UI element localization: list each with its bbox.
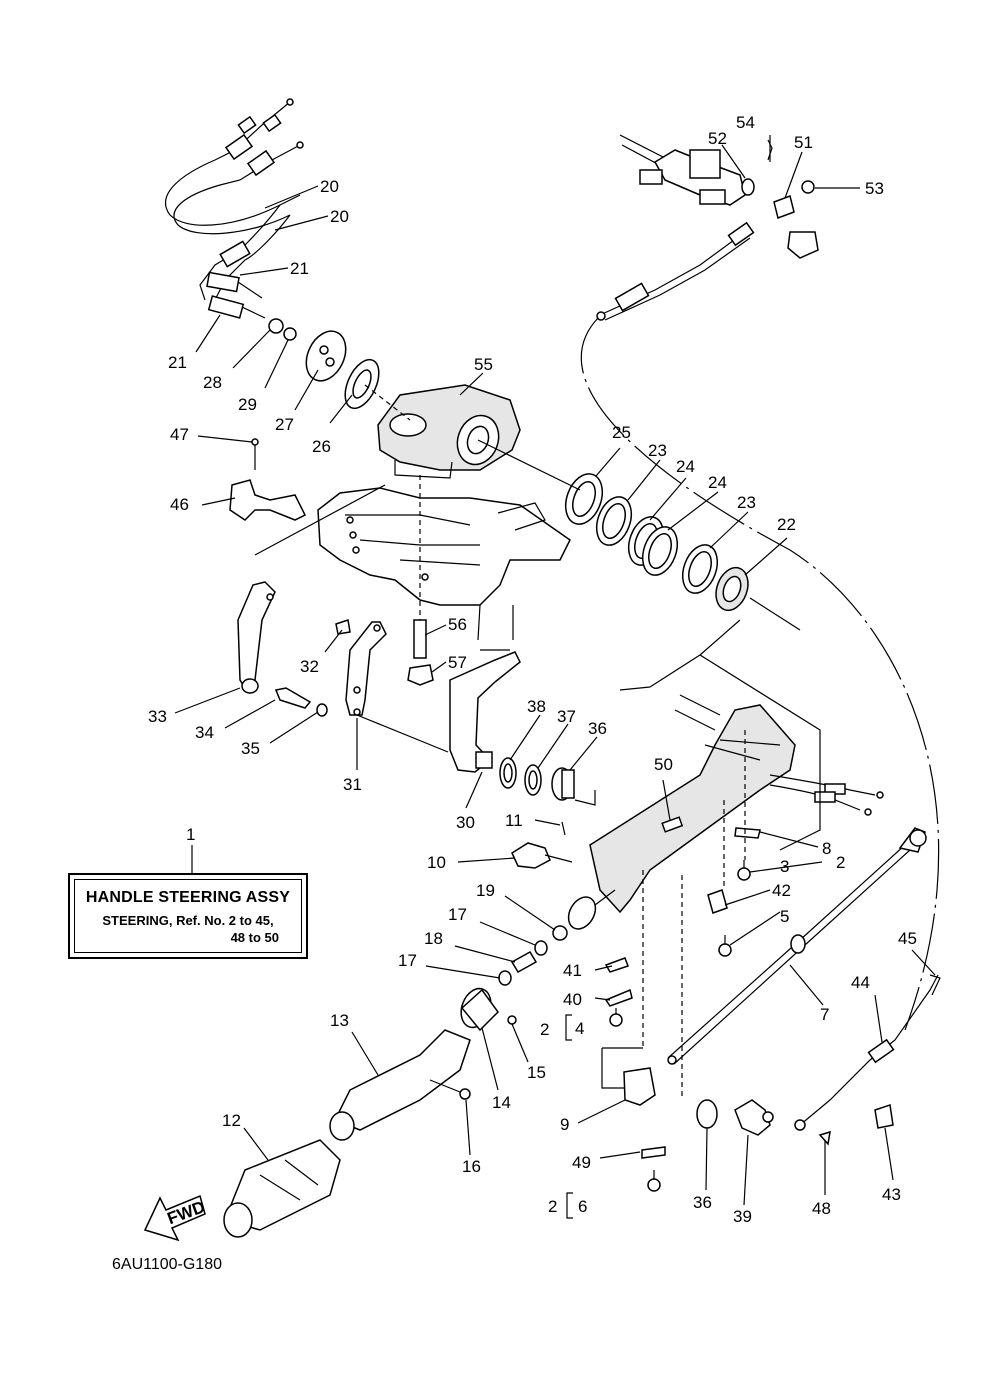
callout-13: 13 (330, 1011, 349, 1030)
callout-labels: 1 2 2 2 3 4 5 6 7 8 9 10 11 12 13 14 15 … (148, 113, 917, 1226)
callout-24: 24 (708, 473, 727, 492)
callout-32: 32 (300, 657, 319, 676)
diagram-code: 6AU1100-G180 (112, 1256, 222, 1273)
callout-27: 27 (275, 415, 294, 434)
cable-route-line (580, 317, 940, 1031)
remote-cable (667, 827, 941, 1146)
callout-26: 26 (312, 437, 331, 456)
callout-56: 56 (448, 615, 467, 634)
callout-17: 17 (448, 905, 467, 924)
callout-36: 36 (588, 719, 607, 738)
washers-36-38 (499, 757, 575, 801)
assembly-title: HANDLE STEERING ASSY (85, 889, 291, 906)
bracket-46 (229, 438, 386, 556)
callout-11: 11 (505, 811, 523, 830)
callout-29: 29 (238, 395, 257, 414)
callout-55: 55 (474, 355, 493, 374)
links-31-33 (237, 581, 449, 753)
callout-22: 22 (777, 515, 796, 534)
grip-assembly (223, 821, 573, 1238)
steering-bracket (364, 384, 521, 479)
callout-7: 7 (820, 1005, 829, 1024)
callout-2: 2 (540, 1020, 549, 1039)
callout-45: 45 (898, 929, 917, 948)
callout-41: 41 (563, 961, 582, 980)
callout-2: 2 (548, 1197, 557, 1216)
callout-16: 16 (462, 1157, 481, 1176)
callout-2: 2 (836, 853, 845, 872)
lever-30 (449, 649, 521, 773)
callout-42: 42 (772, 881, 791, 900)
leader-lines (174, 135, 936, 1206)
callout-19: 19 (476, 881, 495, 900)
callout-40: 40 (563, 990, 582, 1009)
callout-38: 38 (527, 697, 546, 716)
handle-fasteners (707, 730, 761, 957)
assembly-title-inner: HANDLE STEERING ASSY STEERING, Ref. No. … (74, 879, 302, 953)
callout-17: 17 (398, 951, 417, 970)
callout-8: 8 (822, 839, 831, 858)
callout-49: 49 (572, 1153, 591, 1172)
callout-1: 1 (186, 825, 195, 844)
callout-36: 36 (693, 1193, 712, 1212)
callout-23: 23 (648, 441, 667, 460)
callout-21: 21 (168, 353, 187, 372)
callout-35: 35 (241, 739, 260, 758)
callout-20: 20 (320, 177, 339, 196)
cable-plate-assembly (268, 318, 380, 410)
callout-9: 9 (560, 1115, 569, 1134)
callout-33: 33 (148, 707, 167, 726)
fwd-label: FWD (165, 1197, 208, 1228)
washers-22-25 (477, 439, 801, 631)
callout-47: 47 (170, 425, 189, 444)
callout-23: 23 (737, 493, 756, 512)
callout-44: 44 (851, 973, 870, 992)
callout-43: 43 (882, 1185, 901, 1204)
callout-31: 31 (343, 775, 362, 794)
callout-15: 15 (527, 1063, 546, 1082)
callout-6: 6 (578, 1197, 587, 1216)
callout-20: 20 (330, 207, 349, 226)
callout-52: 52 (708, 129, 727, 148)
fwd-arrow: FWD (143, 1194, 208, 1242)
callout-51: 51 (794, 133, 813, 152)
assembly-title-box: HANDLE STEERING ASSY STEERING, Ref. No. … (68, 873, 308, 959)
stud-and-nut (407, 475, 434, 686)
group-brackets (565, 1014, 573, 1219)
throttle-shift-cables (164, 98, 304, 319)
callout-54: 54 (736, 113, 755, 132)
callout-37: 37 (557, 707, 576, 726)
callout-57: 57 (448, 653, 467, 672)
callout-48: 48 (812, 1199, 831, 1218)
callout-34: 34 (195, 723, 214, 742)
steering-handle (567, 619, 884, 930)
callout-28: 28 (203, 373, 222, 392)
callout-53: 53 (865, 179, 884, 198)
callout-46: 46 (170, 495, 189, 514)
callout-10: 10 (427, 853, 446, 872)
callout-21: 21 (290, 259, 309, 278)
callout-3: 3 (780, 857, 789, 876)
callout-39: 39 (733, 1207, 752, 1226)
callout-4: 4 (575, 1019, 584, 1038)
lower-fasteners (601, 870, 774, 1192)
remote-control-box (596, 134, 819, 321)
swivel-bracket (317, 487, 571, 641)
callout-30: 30 (456, 813, 475, 832)
callout-18: 18 (424, 929, 443, 948)
callout-12: 12 (222, 1111, 241, 1130)
callout-25: 25 (612, 423, 631, 442)
callout-5: 5 (780, 907, 789, 926)
callout-50: 50 (654, 755, 673, 774)
callout-14: 14 (492, 1093, 511, 1112)
callout-24: 24 (676, 457, 695, 476)
assembly-ref-line-2: 48 to 50 (230, 930, 279, 945)
assembly-ref-line-1: STEERING, Ref. No. 2 to 45, (102, 913, 274, 928)
